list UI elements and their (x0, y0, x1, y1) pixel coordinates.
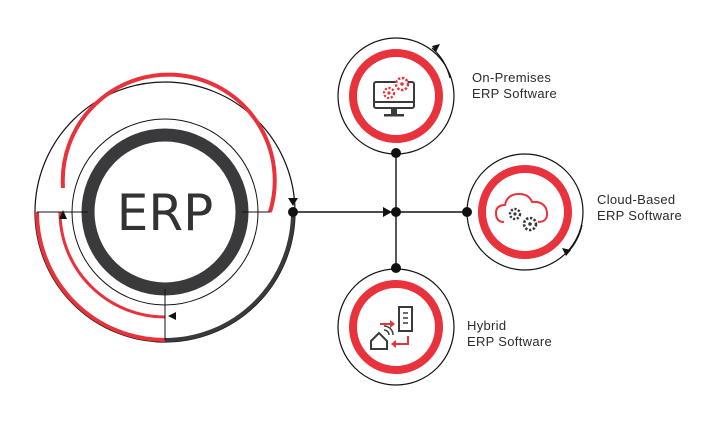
hub-red-arc-top (60, 72, 277, 213)
hub-red-arc-bottom (35, 211, 166, 342)
node-on-premises (337, 37, 455, 155)
connector-arrow (383, 207, 392, 217)
node-outer-ring (337, 268, 455, 386)
hub-red-arc-inner (58, 211, 166, 319)
label-subtitle: ERP Software (472, 86, 558, 101)
label-on-premises: On-Premises ERP Software (472, 70, 557, 102)
monitor-gears-icon (373, 76, 415, 117)
hub-arrow-down (288, 198, 298, 206)
cloud-gears-icon (494, 192, 549, 232)
hub-dark-arc-bottom (164, 211, 295, 342)
connectors (288, 148, 472, 273)
label-subtitle: ERP Software (597, 208, 683, 223)
label-hybrid: Hybrid ERP Software (467, 318, 552, 350)
node-orbit-arrow (432, 44, 440, 52)
connector-dot-bottom (391, 263, 401, 273)
label-subtitle: ERP Software (467, 334, 553, 349)
node-red-ring (349, 49, 443, 143)
connector-dot-hub (288, 207, 298, 217)
hub-arrow-left (168, 312, 176, 320)
node-hybrid (337, 268, 455, 386)
label-title: On-Premises (472, 70, 552, 85)
erp-hub: ERP (34, 72, 298, 343)
label-title: Cloud-Based (597, 192, 676, 207)
house-building-sync-icon (370, 306, 413, 350)
connector-dot-top (391, 148, 401, 158)
node-outer-ring (466, 153, 584, 271)
erp-label: ERP (117, 184, 213, 242)
node-red-ring (349, 280, 443, 374)
node-red-ring (478, 165, 572, 259)
label-title: Hybrid (467, 318, 507, 333)
node-outer-ring (337, 37, 455, 155)
node-orbit-arc (431, 47, 451, 79)
hub-arrow-up (59, 210, 67, 219)
connector-dot-center (391, 207, 401, 217)
node-cloud-based (466, 153, 584, 271)
label-cloud-based: Cloud-Based ERP Software (597, 192, 682, 224)
node-orbit-arrow (562, 248, 571, 256)
